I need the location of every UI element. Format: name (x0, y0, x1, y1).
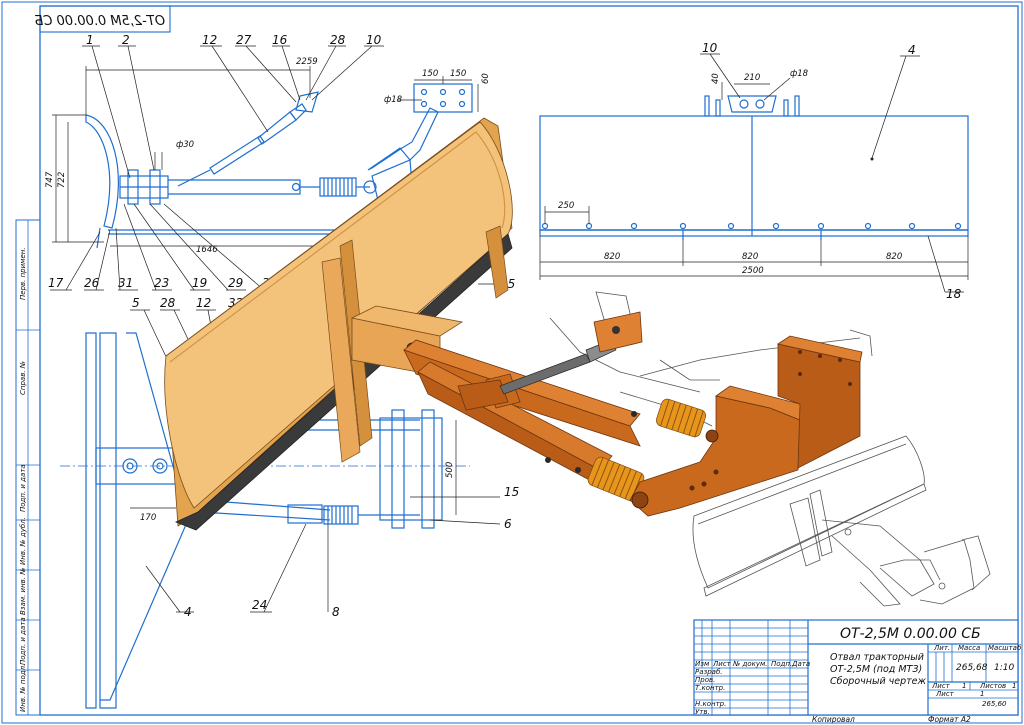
dim-1646: 1646 (196, 245, 218, 255)
plan-view-dimensions: 500 170 (130, 420, 457, 523)
callout-28: 28 (330, 33, 346, 47)
col-sheet: Лист (712, 660, 732, 668)
side-view-top-left (85, 91, 439, 249)
format-label: Формат А2 (928, 715, 971, 724)
callout-16: 16 (272, 33, 288, 47)
front-view-dimensions: 210 40 ф18 250 820 820 820 2500 (539, 69, 969, 280)
side-label-sign-date-1: Подп. и дата (19, 464, 27, 512)
callout-5: 5 (132, 296, 140, 310)
mirror-designation-text: ОТ-2,5М 0.00.00 СБ (34, 14, 165, 29)
dim-170: 170 (140, 513, 156, 523)
spring-lower (587, 456, 645, 502)
callout-23: 23 (154, 276, 169, 290)
callout-4: 4 (184, 605, 192, 619)
side-label-first-use: Перв. примен. (19, 247, 27, 300)
scale-value: 1:10 (994, 663, 1014, 673)
front-view-top-right (539, 95, 969, 240)
callout-8: 8 (332, 605, 340, 619)
sheets-count-2: 1 (980, 690, 984, 698)
row-approved: Утв. (695, 708, 710, 716)
sheet-label-2: Лист (935, 690, 955, 698)
side-label-orig-inv: Инв. № подл. (19, 664, 27, 712)
lit-label: Лит. (933, 644, 950, 652)
callout-12b: 12 (196, 296, 211, 310)
dim-2259: 2259 (296, 57, 318, 67)
dim-d30: ф30 (176, 140, 194, 150)
callout-10: 10 (366, 33, 382, 47)
dim-820b: 820 (742, 252, 758, 262)
mass-value: 265,68 (956, 663, 988, 673)
dim-40: 40 (711, 73, 721, 84)
row-norm-control: Н.контр. (695, 700, 726, 708)
callout-24: 24 (252, 598, 267, 612)
callouts-top-left: 1 2 12 27 16 28 10 17 26 31 23 19 29 33 (48, 33, 384, 291)
callout-6: 6 (504, 517, 512, 531)
mirror-designation-box: ОТ-2,5М 0.00.00 СБ (34, 5, 171, 33)
dim-d18a: ф18 (384, 95, 403, 105)
callout-1: 1 (86, 33, 94, 47)
dim-500: 500 (445, 462, 455, 478)
dim-150a: 150 (422, 69, 438, 79)
copied-label: Копировал (812, 715, 855, 724)
row-developed: Разраб. (695, 668, 723, 676)
col-date: Дата (791, 660, 810, 668)
dim-210: 210 (744, 73, 760, 83)
callout-31: 31 (118, 276, 133, 290)
side-label-replace-inv: Взам. инв. № (19, 567, 27, 615)
spring-upper (656, 398, 706, 438)
dim-2500: 2500 (742, 266, 764, 276)
mass-label: Масса (958, 644, 980, 652)
sheet-number: 1 (962, 682, 966, 690)
callout-2: 2 (122, 33, 130, 47)
col-change: Изм (695, 660, 710, 668)
callout-29: 29 (228, 276, 243, 290)
sheets-label: Листов (979, 682, 1006, 690)
row-tech-control: Т.контр. (695, 684, 725, 692)
callout-26: 26 (84, 276, 100, 290)
drawing-name-line2: ОТ-2,5М (под МТЗ) (830, 664, 922, 675)
dim-747: 747 (45, 171, 55, 188)
callout-4b: 4 (908, 43, 916, 57)
mass-small-value: 265,60 (982, 700, 1007, 708)
dim-150b: 150 (450, 69, 466, 79)
callout-19: 19 (192, 276, 207, 290)
drawing-name-line1: Отвал тракторный (830, 652, 924, 663)
dim-250: 250 (558, 201, 574, 211)
scale-label: Масштаб (988, 644, 1022, 652)
dim-820a: 820 (604, 252, 620, 262)
col-signature: Подп. (771, 660, 792, 668)
isometric-render (164, 117, 873, 531)
sheet-label: Лист (931, 682, 951, 690)
callout-17: 17 (48, 276, 64, 290)
callout-27: 27 (236, 33, 252, 47)
side-strip: Перв. примен. Справ. № Подп. и дата Инв.… (15, 219, 41, 716)
side-label-dup-inv: Инв. № дубл. (19, 517, 27, 565)
col-doc-no: № докум. (732, 660, 768, 668)
row-checked: Пров. (695, 676, 715, 684)
title-block: ОТ-2,5М 0.00.00 СБ Отвал тракторный ОТ-2… (693, 619, 1022, 724)
callouts-top-right: 10 4 18 (700, 41, 964, 301)
side-label-ref-no: Справ. № (19, 361, 27, 395)
side-label-sign-date-2: Подп. и дата (19, 617, 27, 665)
drawing-name-line3: Сборочный чертеж (830, 676, 927, 687)
hitch-plate-view: 150 150 60 ф18 (384, 69, 491, 113)
small-isometric-wireframe (692, 435, 991, 607)
callout-12: 12 (202, 33, 217, 47)
callout-18: 18 (946, 287, 962, 301)
title-block-designation: ОТ-2,5М 0.00.00 СБ (840, 626, 981, 642)
dim-60: 60 (481, 73, 491, 84)
callout-15: 15 (504, 485, 519, 499)
dim-d18b: ф18 (790, 69, 809, 79)
callout-28b: 28 (160, 296, 176, 310)
dim-722: 722 (57, 172, 67, 188)
dim-820c: 820 (886, 252, 902, 262)
sheets-count: 1 (1012, 682, 1016, 690)
callout-10b: 10 (702, 41, 718, 55)
